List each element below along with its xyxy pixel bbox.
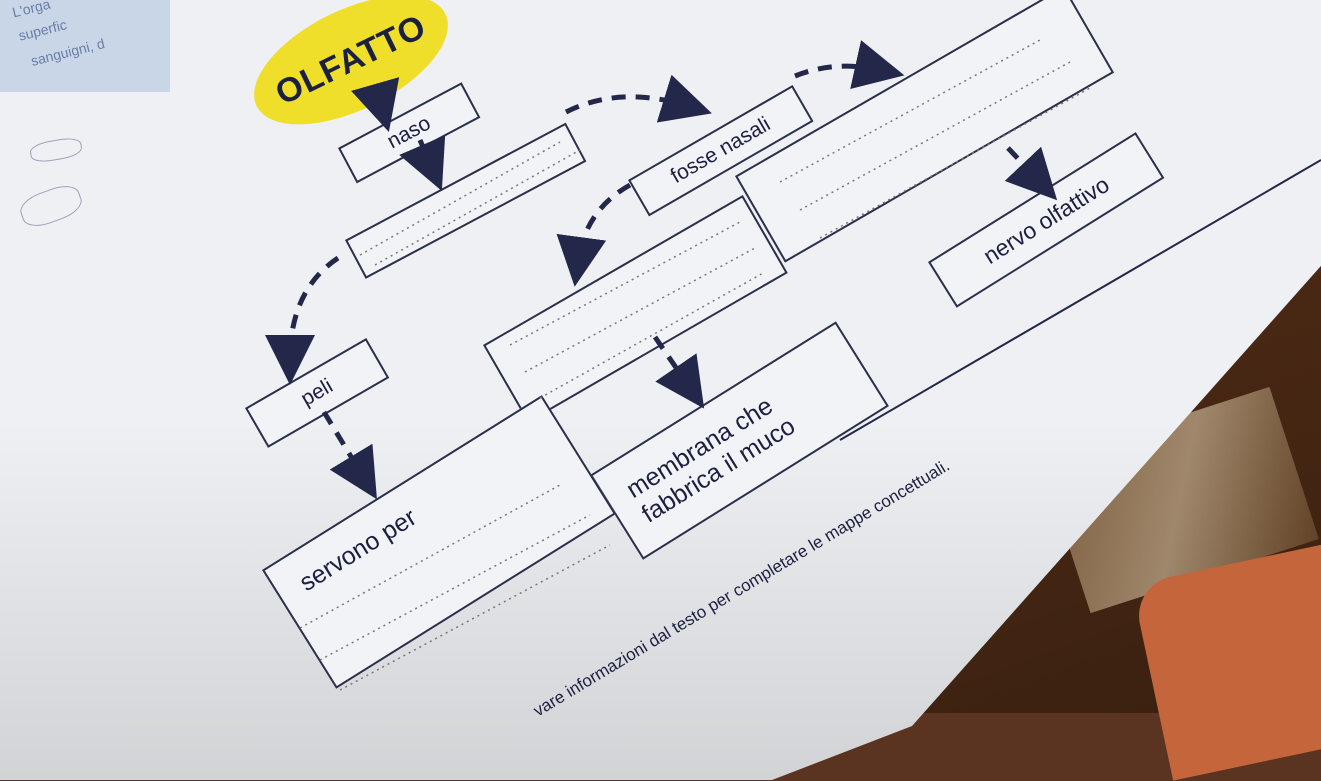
arrow-to-peli — [265, 255, 340, 385]
arrow-to-fosse — [564, 74, 712, 123]
corner-blue-panel — [0, 0, 170, 92]
arrow-to-middle — [556, 182, 632, 287]
map-arrows — [265, 39, 1321, 691]
arrow-to-nervo — [1004, 146, 1058, 201]
arrow-olfatto-naso — [351, 77, 400, 133]
arrow-to-membrana — [652, 335, 705, 409]
arrow-to-servono — [321, 410, 377, 500]
arrow-naso-blank — [399, 135, 446, 191]
arrow-to-blank-top — [794, 40, 905, 89]
